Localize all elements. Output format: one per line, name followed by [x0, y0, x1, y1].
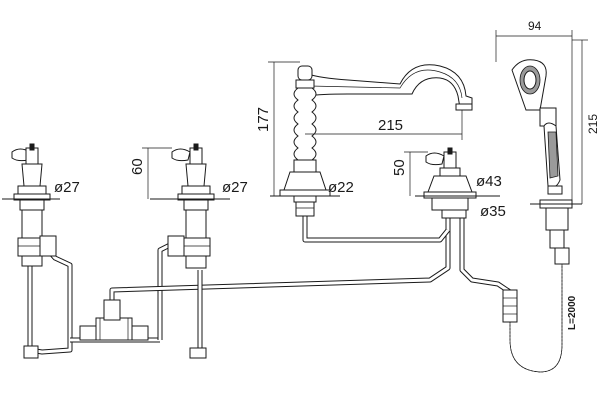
dimension-lines: [142, 30, 588, 204]
hand-shower: [511, 59, 582, 249]
shower-hose: [502, 240, 570, 373]
dim-hose-length: L=2000: [567, 295, 578, 330]
spout: [270, 64, 473, 217]
dim-diverter-diameter: ø43: [476, 173, 502, 190]
diverter: [415, 147, 500, 219]
dim-diverter-base-diameter: ø35: [480, 203, 506, 220]
dim-spout-reach: 215: [378, 117, 403, 134]
dim-spout-base-diameter: ø22: [328, 179, 354, 196]
dim-tap-left-diameter: ø27: [54, 179, 80, 196]
dim-tap-mid-diameter: ø27: [222, 179, 248, 196]
dim-spout-height: 177: [255, 107, 272, 132]
dim-diverter-height: 50: [391, 159, 408, 176]
dim-handshower-height: 215: [586, 114, 600, 134]
dim-tap-height: 60: [129, 158, 146, 175]
tee-fitting: [79, 299, 149, 341]
left-tap: [2, 143, 60, 359]
middle-tap: [150, 143, 230, 359]
dim-handshower-width: 94: [528, 19, 542, 33]
supply-pipes: [27, 215, 512, 355]
